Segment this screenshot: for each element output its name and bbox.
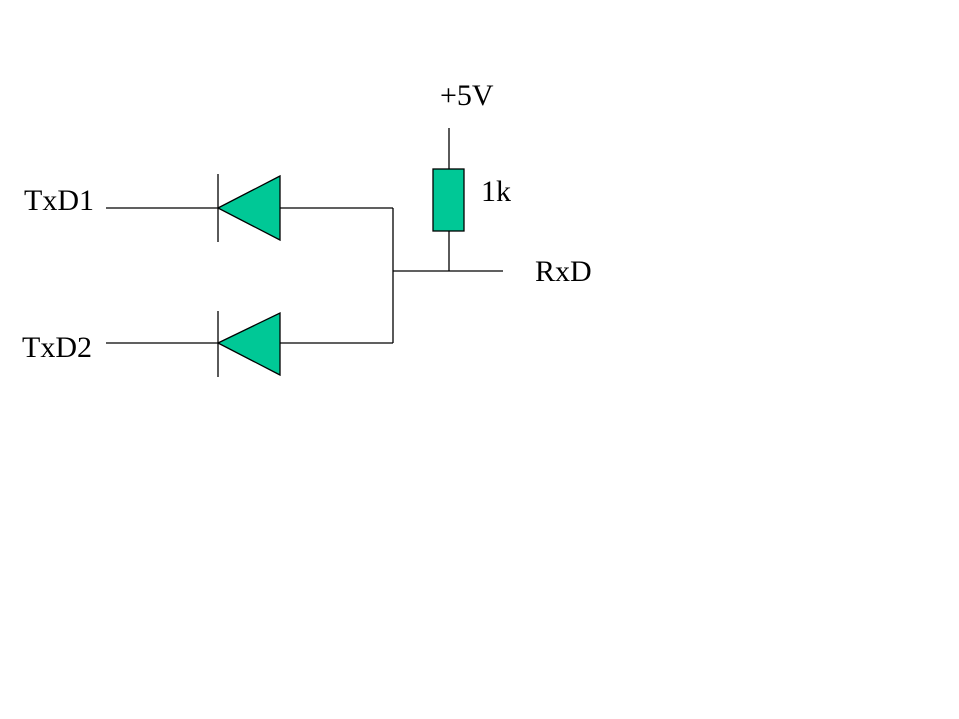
input-2-label: TxD2 bbox=[22, 331, 92, 364]
supply-label: +5V bbox=[440, 79, 494, 112]
input-1-label: TxD1 bbox=[24, 184, 94, 217]
output-label: RxD bbox=[535, 255, 592, 288]
resistor-value-label: 1k bbox=[481, 175, 511, 208]
diode-2-triangle bbox=[216, 311, 281, 377]
pullup-resistor bbox=[432, 168, 465, 232]
diode-1-triangle bbox=[216, 174, 281, 242]
